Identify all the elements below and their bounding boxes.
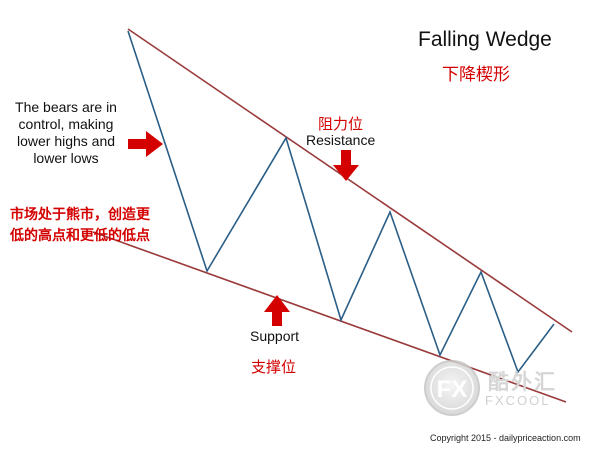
resistance-label-chinese: 阻力位 (318, 115, 364, 133)
watermark-name-chinese: 酷外汇 (488, 370, 557, 394)
fx-logo-watermark (424, 360, 480, 416)
support-arrow (264, 295, 290, 326)
chart-title: Falling Wedge (418, 28, 552, 51)
resistance-label: Resistance (306, 132, 376, 148)
support-label-chinese: 支撑位 (251, 358, 297, 376)
price-zigzag-line (127, 30, 555, 374)
resistance-arrow (333, 150, 359, 181)
fx-logo-text: FX (437, 376, 468, 403)
watermark-name: FXCOOL (485, 393, 551, 408)
resistance-trendline (127, 28, 573, 333)
support-label: Support (250, 328, 300, 344)
copyright-notice: Copyright 2015 - dailypriceaction.com (430, 433, 581, 443)
bears-annotation: The bears are in control, making lower h… (15, 99, 117, 166)
bears-annotation-chinese: 市场处于熊市，创造更低的高点和更低的低点 (10, 207, 150, 244)
support-trendline (92, 231, 567, 403)
bears-arrow (128, 131, 163, 157)
chart-title-chinese: 下降楔形 (442, 65, 510, 85)
